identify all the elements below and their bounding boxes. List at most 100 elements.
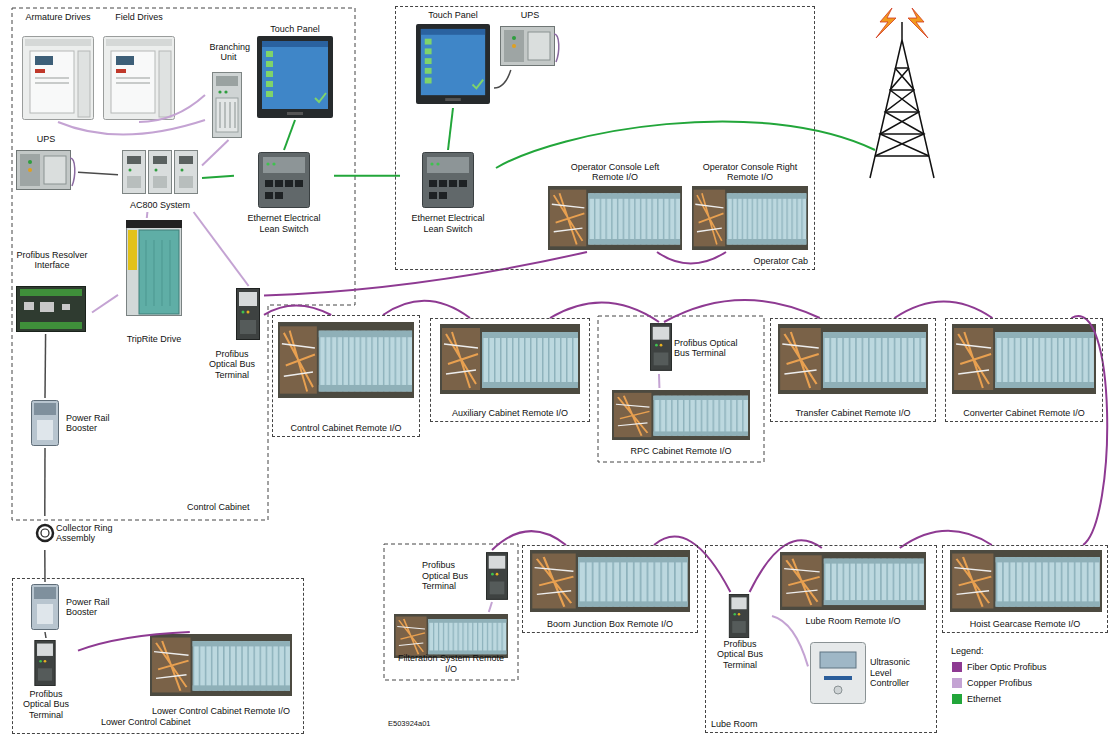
node-label: Profibus Optical Bus Terminal (203, 349, 261, 380)
ups-unit: UPS (498, 8, 562, 70)
node-label: Ethernet Electrical Lean Switch (403, 213, 493, 234)
lightning-symbol (876, 8, 928, 38)
remote-io: Hoist Gearcase Remote I/O (942, 545, 1108, 633)
node-label: Auxiliary Cabinet Remote I/O (452, 408, 568, 418)
power-booster: Power Rail Booster (30, 582, 130, 632)
booster-picture (32, 401, 59, 446)
node-label: Armature Drives (25, 12, 90, 22)
node-label: Ultrasonic Level Controller (870, 657, 930, 688)
node-label: Touch Panel (270, 24, 320, 34)
collector-ring: Collector Ring Assembly (36, 516, 124, 550)
fiber-link (492, 531, 566, 550)
ethernet-link (448, 108, 453, 150)
copper-link (146, 212, 149, 218)
copper-link (658, 374, 660, 388)
fiber-link (78, 632, 190, 651)
radio-tower (870, 22, 934, 178)
fiber-link (895, 302, 993, 319)
remote-io: Filteration System Remote I/O (388, 612, 514, 676)
terminal-picture (35, 640, 55, 685)
power-link (45, 632, 46, 638)
terminal-picture (650, 324, 671, 371)
level-controller-picture (811, 643, 866, 704)
node-label: Touch Panel (428, 10, 478, 20)
copper-link (139, 95, 205, 122)
touch-panel: Touch Panel (412, 8, 494, 108)
room-region: Lube Room Profibus Optical Bus Terminal Lu… (705, 545, 937, 733)
remote-io: Boom Junction Box Remote I/O (522, 545, 698, 633)
ring-symbol (37, 525, 53, 541)
bus-terminal: Profibus Optical Bus Terminal (648, 322, 748, 374)
legend-swatch (952, 694, 962, 704)
ethernet-switch: Ethernet Electrical Lean Switch (234, 150, 334, 236)
controller: AC800 System (118, 150, 202, 212)
node-label: Lube Room Remote I/O (805, 616, 900, 626)
node-label: Profibus Optical Bus Terminal (711, 639, 769, 670)
drive-unit: TripRite Drive (118, 218, 190, 346)
drive-unit: Field Drives (100, 10, 178, 122)
cabinet-region: Control CabinetArmature DrivesField Driv… (12, 8, 355, 520)
ring-symbol (41, 529, 49, 537)
node-label: Profibus Resolver Interface (15, 250, 89, 271)
cabinet-region: Lower Control Cabinet Power Rail BoosterP… (12, 578, 304, 734)
node-label: Profibus Optical Bus Terminal (17, 689, 75, 720)
io-rack-picture (394, 614, 508, 658)
node-label: Profibus Optical Bus Terminal (674, 338, 746, 359)
remote-io: Auxiliary Cabinet Remote I/O (430, 318, 590, 422)
legend-heading: Legend: (951, 646, 984, 656)
node-label: Boom Junction Box Remote I/O (547, 619, 673, 629)
power-link (494, 70, 511, 88)
booster-picture (32, 585, 59, 630)
level-controller: Ultrasonic Level Controller (808, 640, 932, 706)
node-label: Lube Room (711, 719, 758, 729)
switch-picture (259, 153, 310, 208)
copper-link (772, 616, 808, 666)
remote-io: Lube Room Remote I/O (775, 548, 931, 628)
remote-io: Operator Console Left Remote I/O (545, 160, 685, 252)
branching-picture (213, 73, 242, 138)
fiber-link (264, 252, 587, 296)
device-pictures (17, 24, 1103, 703)
node-label: TripRite Drive (127, 334, 182, 344)
io-rack-picture (440, 324, 580, 394)
ethernet-wire (496, 122, 875, 168)
drive-picture (104, 37, 175, 120)
node-label: UPS (521, 10, 540, 20)
drive-unit: Armature Drives (18, 10, 98, 122)
node-label: UPS (37, 134, 56, 144)
bus-terminal: Profibus Optical Bus Terminal (200, 286, 264, 382)
node-label: Control Cabinet Remote I/O (290, 423, 401, 433)
copper-link (489, 602, 492, 612)
io-rack-picture (778, 324, 928, 394)
node-label: Operator Cab (753, 256, 808, 266)
fiber-link (550, 302, 659, 322)
node-label: Transfer Cabinet Remote I/O (795, 408, 910, 418)
fiber-link (264, 305, 331, 315)
controller-picture (123, 151, 198, 194)
io-rack-picture (780, 552, 926, 610)
node-label: Branching Unit (210, 42, 248, 63)
drive-picture (23, 37, 94, 120)
node-label: Lower Control Cabinet (101, 717, 191, 727)
switch-picture (423, 153, 474, 208)
node-label: Filteration System Remote I/O (391, 653, 511, 674)
power-link (44, 448, 46, 516)
io-rack-picture (950, 550, 1102, 612)
touch-panel-picture (257, 36, 333, 118)
legend-text: Fiber Optic Profibus (967, 662, 1047, 672)
terminal-picture (486, 553, 507, 600)
io-rack-picture (548, 186, 682, 250)
ups-picture (501, 27, 559, 66)
drive-picture (126, 220, 182, 316)
io-rack-picture (530, 550, 690, 612)
dashed-enclosure (12, 8, 764, 680)
copper-link (92, 295, 118, 313)
remote-io: Converter Cabinet Remote I/O (945, 318, 1103, 422)
terminal-picture (729, 594, 748, 637)
legend-swatch (952, 662, 962, 672)
node-label: RPC Cabinet Remote I/O (630, 446, 731, 456)
bus-terminal: Profibus Optical Bus Terminal (708, 592, 772, 672)
cab-region: Operator Cab Touch Panel UPS Ethernet Elect… (395, 6, 815, 270)
remote-io: RPC Cabinet Remote I/O (604, 388, 758, 458)
